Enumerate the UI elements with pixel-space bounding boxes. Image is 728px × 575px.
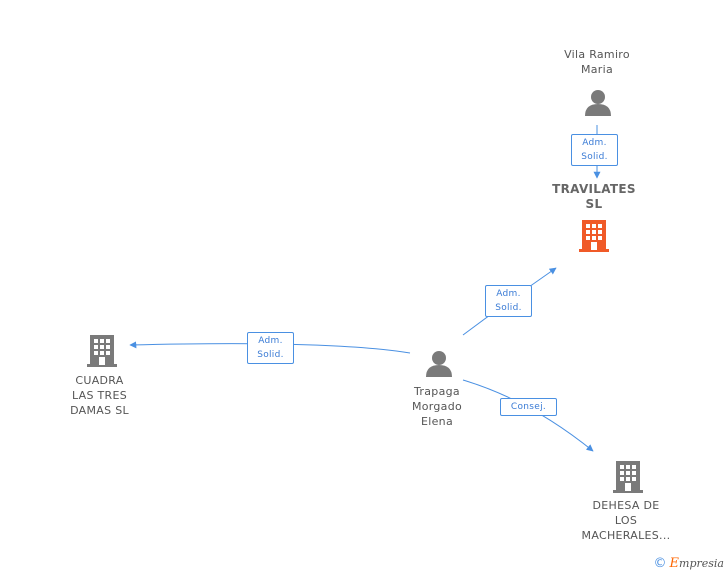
edge-label-line: Adm. (582, 138, 607, 148)
building-icon[interactable] (613, 461, 643, 493)
brand-logo-text: mpresia (679, 557, 724, 570)
building-icon[interactable] (87, 335, 117, 367)
node-label-line: Elena (421, 415, 453, 428)
node-label-trapaga[interactable]: Trapaga Morgado Elena (387, 384, 487, 429)
edge-label-line: Adm. (258, 336, 283, 346)
edge-label-line: Solid. (257, 350, 284, 360)
edge-label-adm-solid[interactable]: Adm. Solid. (571, 134, 618, 166)
edge-label-adm-solid[interactable]: Adm. Solid. (485, 285, 532, 317)
edge-label-line: Solid. (495, 303, 522, 313)
node-label-vila-ramiro[interactable]: Vila Ramiro Maria (547, 47, 647, 77)
edge-label-line: Solid. (581, 152, 608, 162)
edge-label-line: Adm. (496, 289, 521, 299)
node-label-line: Vila Ramiro (564, 48, 630, 61)
node-label-line: DAMAS SL (70, 404, 129, 417)
edge-trapaga-to-cuadra (129, 341, 411, 354)
node-label-line: LAS TRES (71, 389, 128, 402)
node-label-line: Trapaga (414, 385, 460, 398)
edge-label-consej[interactable]: Consej. (500, 398, 557, 416)
person-icon[interactable] (585, 90, 611, 116)
edge-label-line: Consej. (510, 402, 547, 412)
node-label-dehesa[interactable]: DEHESA DE LOS MACHERALES... (571, 498, 681, 543)
edge-label-adm-solid[interactable]: Adm. Solid. (247, 332, 294, 364)
node-label-line: Maria (580, 63, 614, 76)
node-label-travilates[interactable]: TRAVILATES SL (544, 182, 644, 212)
node-label-line: SL (585, 197, 603, 211)
node-label-line: LOS (614, 514, 638, 527)
footer-brand: © E mpresia (654, 556, 724, 571)
node-label-line: Morgado (411, 400, 463, 413)
node-label-line: CUADRA (75, 374, 124, 387)
node-label-line: DEHESA DE (592, 499, 660, 512)
brand-logo-initial: E (669, 556, 680, 571)
copyright-symbol: © (653, 556, 667, 571)
node-label-cuadra[interactable]: CUADRA LAS TRES DAMAS SL (52, 373, 147, 418)
node-label-line: MACHERALES... (581, 529, 671, 542)
person-icon[interactable] (426, 351, 452, 377)
building-icon[interactable] (579, 220, 609, 252)
node-label-line: TRAVILATES (552, 182, 636, 196)
